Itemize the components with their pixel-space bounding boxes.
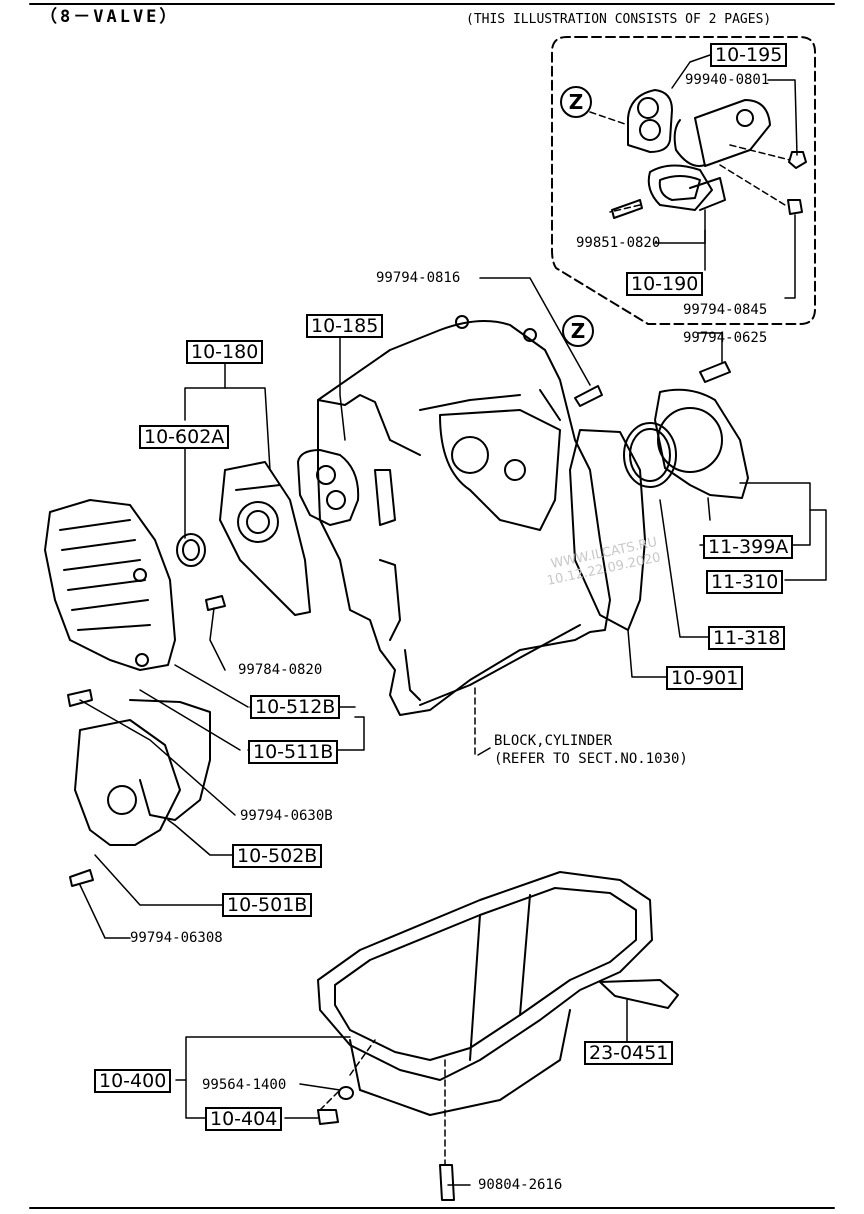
seal-cover-bolt [699, 361, 731, 383]
part-number-99794-0630b[interactable]: 99794-0630B [240, 808, 333, 824]
zone-marker-z-block: Z [562, 315, 594, 347]
part-box-11-318[interactable]: 11-318 [708, 626, 786, 650]
cover-bolt-upper [67, 689, 93, 707]
part-box-10-512b[interactable]: 10-512B [250, 695, 341, 719]
block-gasket-front [569, 429, 646, 631]
part-box-10-195[interactable]: 10-195 [710, 43, 788, 67]
part-number-99784-0820[interactable]: 99784-0820 [238, 662, 323, 678]
part-box-11-310[interactable]: 11-310 [706, 570, 784, 594]
part-box-10-180[interactable]: 10-180 [186, 340, 264, 364]
part-number-90804-2616[interactable]: 90804-2616 [478, 1177, 563, 1193]
drain-washer [338, 1086, 354, 1100]
part-number-99794-0625[interactable]: 99794-0625 [683, 330, 768, 346]
part-number-99564-1400[interactable]: 99564-1400 [202, 1077, 287, 1093]
zone-marker-z-detail: Z [560, 86, 592, 118]
oil-pan [317, 871, 653, 1116]
detail-frame [551, 36, 816, 325]
reference-section-note: (REFER TO SECT.NO.1030) [494, 751, 688, 767]
reference-block-cylinder[interactable]: BLOCK,CYLINDER [494, 733, 613, 749]
part-box-10-501b[interactable]: 10-501B [222, 893, 313, 917]
housing-bolt [205, 595, 226, 611]
detail-bolt [611, 199, 643, 219]
part-number-99940-0801[interactable]: 99940-0801 [685, 72, 770, 88]
detail-nut [788, 151, 807, 169]
cylinder-block [317, 315, 611, 716]
part-number-99794-06308[interactable]: 99794-06308 [130, 930, 223, 946]
timing-belt-cover-lower [74, 719, 181, 846]
pan-bolt [439, 1164, 455, 1201]
detail-bolt-2 [787, 199, 803, 215]
part-box-10-511b[interactable]: 10-511B [248, 740, 339, 764]
thermostat-gasket [627, 89, 673, 153]
part-box-10-602a[interactable]: 10-602A [139, 425, 230, 449]
part-box-10-502b[interactable]: 10-502B [232, 844, 323, 868]
part-box-10-400[interactable]: 10-400 [94, 1069, 172, 1093]
timing-belt-cover-upper [44, 499, 176, 671]
block-bolt [574, 385, 603, 407]
part-box-23-0451[interactable]: 23-0451 [584, 1041, 674, 1065]
oil-pump-housing [219, 461, 311, 616]
drain-plug [317, 1109, 339, 1125]
part-box-10-185[interactable]: 10-185 [306, 314, 384, 338]
water-pump-gasket [297, 449, 360, 526]
part-number-99794-0845[interactable]: 99794-0845 [683, 302, 768, 318]
thermostat-housing [647, 99, 771, 211]
page-title: （8－VALVE） [40, 7, 180, 27]
part-box-10-901[interactable]: 10-901 [666, 666, 744, 690]
timing-belt-cover-gasket [129, 699, 211, 821]
part-box-10-190[interactable]: 10-190 [626, 272, 704, 296]
oil-seal-front [176, 533, 206, 567]
rear-oil-seal-cover [654, 388, 749, 499]
part-number-99794-0816[interactable]: 99794-0816 [376, 270, 461, 286]
dipstick [419, 624, 581, 706]
rear-oil-seal [623, 422, 677, 488]
oil-strainer [599, 979, 679, 1009]
part-number-99851-0820[interactable]: 99851-0820 [576, 235, 661, 251]
part-box-11-399a[interactable]: 11-399A [703, 535, 794, 559]
cover-bolt-lower [69, 869, 94, 887]
pages-note: (THIS ILLUSTRATION CONSISTS OF 2 PAGES) [466, 12, 772, 27]
part-box-10-404[interactable]: 10-404 [205, 1107, 283, 1131]
